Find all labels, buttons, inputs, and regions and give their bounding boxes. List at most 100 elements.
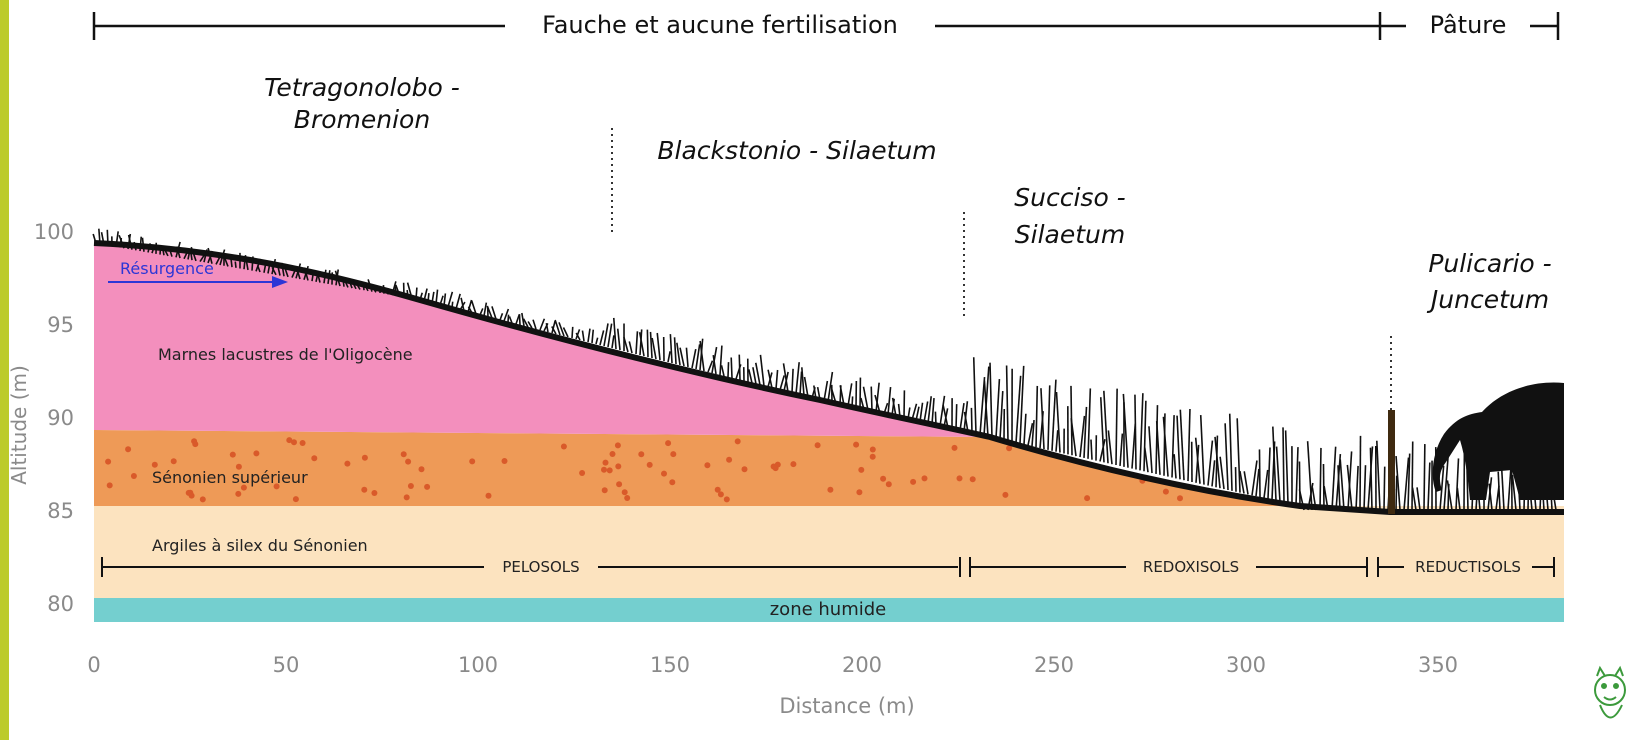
grass-blade: [1107, 430, 1113, 465]
senonien-dot: [1162, 488, 1169, 495]
grass-blade: [311, 272, 315, 282]
grass-blade: [915, 406, 920, 422]
pelosols-label: PELOSOLS: [502, 558, 579, 576]
y-tick-100: 100: [34, 220, 74, 244]
senonien-label: Sénonien supérieur: [152, 468, 308, 487]
grass-blade: [823, 380, 829, 402]
senonien-dots: [105, 437, 1183, 503]
grass-blade: [673, 337, 677, 365]
senonien-dot: [273, 483, 280, 490]
grass-blade: [942, 404, 949, 429]
grass-blade: [162, 246, 169, 257]
grass-blade: [1455, 458, 1460, 511]
senonien-dot: [880, 475, 887, 482]
grass-blade: [638, 332, 645, 357]
grass-blade: [394, 286, 397, 296]
grass-blade: [1346, 464, 1353, 511]
grass-blade: [133, 241, 137, 251]
grass-blade: [603, 323, 609, 347]
grass-blade: [1298, 489, 1305, 511]
grass-blade: [999, 390, 1004, 440]
grass-blade: [1263, 469, 1269, 499]
grass-blade: [730, 357, 733, 379]
senonien-dot: [665, 440, 672, 447]
grass-blade: [1383, 466, 1386, 511]
grass-blade: [656, 332, 661, 361]
grass-blade: [1143, 447, 1149, 473]
grass-blade: [1005, 365, 1009, 442]
resurgence-arrowhead: [272, 276, 288, 288]
grass-blade: [127, 234, 133, 250]
senonien-dot: [1006, 445, 1013, 452]
grass-blade: [1087, 388, 1092, 459]
grass-blade: [467, 306, 473, 314]
grass-blade: [1134, 394, 1137, 470]
grass-blade: [1306, 441, 1313, 511]
grass-blade: [343, 277, 349, 288]
left-accent-stripe: [0, 0, 9, 740]
grass-blade: [1211, 460, 1216, 487]
grass-blade: [1411, 441, 1414, 511]
senonien-dot: [235, 490, 242, 497]
grass-blade: [801, 367, 805, 397]
grass-blade: [1051, 379, 1057, 451]
senonien-dot: [125, 446, 132, 453]
grass-blade: [1194, 437, 1201, 484]
grass-blade: [738, 354, 741, 381]
grass-blade: [451, 301, 454, 309]
grass-blade: [1258, 449, 1261, 498]
senonien-dot: [921, 475, 928, 482]
grass-blade: [695, 344, 701, 370]
grass-blade: [983, 380, 989, 437]
senonien-dot: [579, 470, 586, 476]
zone-humide-layer: [94, 598, 1564, 622]
grass-blade: [491, 306, 497, 320]
grass-blade: [907, 407, 911, 420]
grass-blade: [1070, 418, 1077, 457]
senonien-dot: [723, 496, 730, 503]
grass-blade: [669, 334, 673, 364]
grass-blade: [1015, 375, 1022, 443]
grass-blade: [1119, 433, 1124, 466]
grass-blade: [1228, 413, 1233, 491]
beaver-logo-icon: [1594, 665, 1626, 719]
grass-blade: [1055, 391, 1061, 453]
grass-blade: [1079, 415, 1086, 458]
grass-blade: [1115, 388, 1118, 466]
grass-blade: [503, 308, 510, 322]
grass-blade: [1148, 426, 1153, 474]
grass-blade: [1367, 446, 1374, 511]
grass-blade: [719, 345, 723, 376]
grass-blade: [183, 250, 189, 260]
grass-blade: [222, 254, 229, 267]
grass-blade: [612, 317, 617, 350]
grass-blade: [391, 281, 397, 296]
senonien-dot: [616, 481, 623, 488]
grass-blade: [431, 291, 435, 304]
soil-brackets: [101, 557, 1555, 577]
grass-blade: [291, 268, 297, 278]
grass-blade: [207, 247, 213, 264]
grass-blade: [720, 365, 725, 377]
grass-blade: [1139, 393, 1144, 471]
grass-blade: [799, 371, 803, 396]
grass-blade: [699, 340, 705, 372]
grass-blade: [406, 290, 409, 298]
senonien-dot: [229, 451, 236, 458]
grass-blade: [1176, 415, 1181, 480]
zone-humide-label: zone humide: [770, 599, 887, 620]
fauche-label: Fauche et aucune fertilisation: [542, 11, 898, 39]
grass-blade: [334, 270, 341, 287]
grass-blade: [587, 328, 591, 343]
grass-blade: [767, 369, 773, 389]
senonien-dot: [253, 450, 260, 457]
grass-blade: [315, 270, 320, 282]
senonien-dot: [424, 483, 431, 490]
grass-blade: [1199, 415, 1205, 485]
grass-blade: [244, 254, 249, 271]
grass-blade: [280, 262, 285, 277]
senonien-dot: [606, 467, 613, 474]
grass-blade: [539, 318, 546, 331]
senonien-dot: [371, 490, 378, 496]
grass-blade: [1173, 454, 1177, 479]
